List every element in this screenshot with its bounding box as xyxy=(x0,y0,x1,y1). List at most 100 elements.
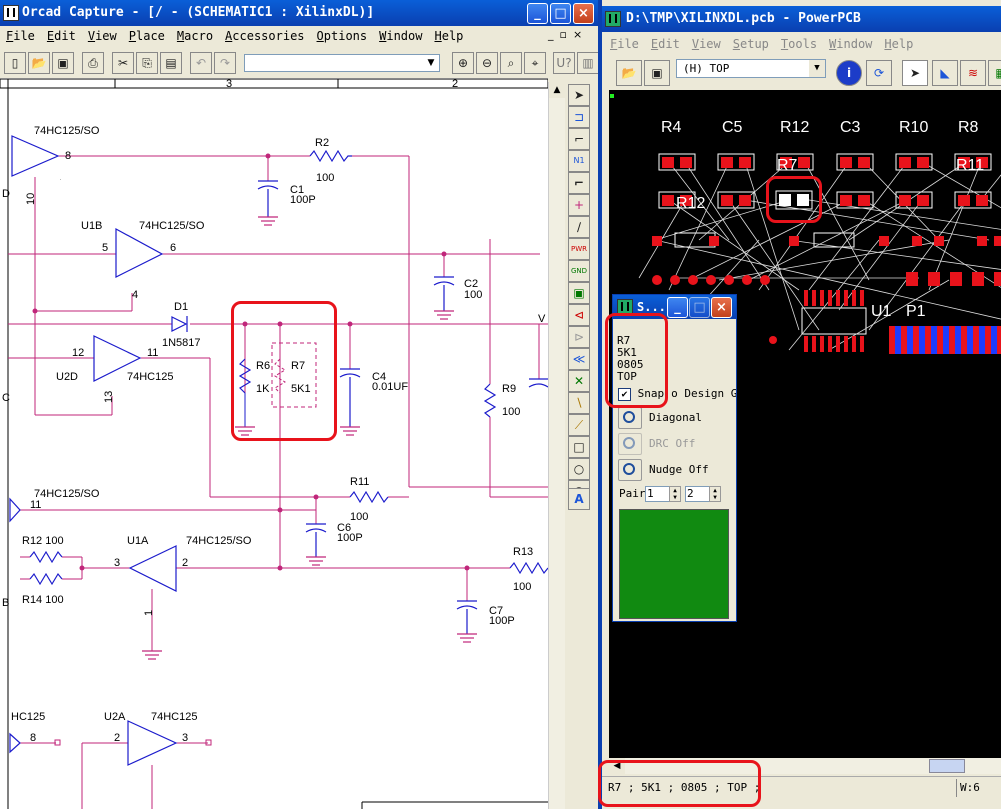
pcb-title: D:\TMP\XILINXDL.pcb - PowerPCB xyxy=(626,6,861,32)
pcb-menu-file[interactable]: File xyxy=(610,34,639,54)
select-arrow-icon[interactable]: ➤ xyxy=(568,84,590,106)
open-icon[interactable]: 📂 xyxy=(28,52,50,74)
menu-place[interactable]: Place xyxy=(129,26,165,46)
pcb-menu-edit[interactable]: Edit xyxy=(651,34,680,54)
place-bus-icon[interactable]: ⌐ xyxy=(568,172,590,194)
zoom-area-icon[interactable]: ⌕ xyxy=(500,52,522,74)
layer-select[interactable]: (H) TOP ▼ xyxy=(676,59,826,78)
pcb-menu-window[interactable]: Window xyxy=(829,34,872,54)
place-line-icon[interactable]: ∖ xyxy=(568,392,590,414)
copy-icon[interactable]: ⎘ xyxy=(136,52,158,74)
orcad-title: Orcad Capture - [/ - (SCHEMATIC1 : Xilin… xyxy=(22,0,374,26)
place-net-alias-icon[interactable]: N1 xyxy=(568,150,590,172)
pair-b-spinner[interactable]: ▲▼ xyxy=(709,486,721,502)
minimize-button[interactable]: _ xyxy=(527,3,548,24)
snap-row[interactable]: ✔ Snapo Design G xyxy=(618,387,737,401)
place-pin-icon[interactable]: ⊳ xyxy=(568,326,590,348)
r11-val: 100 xyxy=(350,511,368,523)
close-button[interactable]: × xyxy=(573,3,594,24)
info-icon[interactable]: i xyxy=(836,60,862,86)
place-rectangle-icon[interactable]: □ xyxy=(568,436,590,458)
menu-window[interactable]: Window xyxy=(379,26,422,46)
dialog-close-button[interactable]: × xyxy=(711,297,732,318)
route-toolbar-icon[interactable]: ≋ xyxy=(960,60,986,86)
scroll-left-arrow[interactable]: ◀ xyxy=(609,758,625,774)
chevron-down-icon[interactable]: ▼ xyxy=(423,55,439,71)
layer-color-swatch[interactable] xyxy=(619,509,729,619)
place-polyline-icon[interactable]: ⟋ xyxy=(568,414,590,436)
schematic-drawing: 3 2 D C B xyxy=(0,79,548,809)
pair-a-spinner[interactable]: ▲▼ xyxy=(669,486,681,502)
orcad-app-icon xyxy=(3,5,19,21)
zoom-out-icon[interactable]: ⊖ xyxy=(476,52,498,74)
place-part-icon[interactable]: ⊐ xyxy=(568,106,590,128)
print-icon[interactable]: ⎙ xyxy=(82,52,104,74)
menu-file[interactable]: File xyxy=(6,26,35,46)
menu-edit[interactable]: Edit xyxy=(47,26,76,46)
place-off-page-icon[interactable]: ≪ xyxy=(568,348,590,370)
menu-view[interactable]: View xyxy=(88,26,117,46)
place-ground-icon[interactable]: GND xyxy=(568,260,590,282)
pcb-open-icon[interactable]: 📂 xyxy=(616,60,642,86)
pcb-ref-c3: C3 xyxy=(840,119,861,136)
pcb-ref-r7: R7 xyxy=(777,157,798,174)
place-hierarchical-block-icon[interactable]: ▣ xyxy=(568,282,590,304)
help-query-icon[interactable]: U? xyxy=(553,52,575,74)
maximize-button[interactable]: □ xyxy=(550,3,571,24)
pcb-menu-setup[interactable]: Setup xyxy=(733,34,769,54)
new-icon[interactable]: ▯ xyxy=(4,52,26,74)
pair-b-field[interactable]: 2 xyxy=(685,486,710,502)
pcb-menu-view[interactable]: View xyxy=(692,34,721,54)
place-ellipse-icon[interactable]: ○ xyxy=(568,458,590,480)
place-junction-icon[interactable]: + xyxy=(568,194,590,216)
pair-a-field[interactable]: 1 xyxy=(645,486,670,502)
r7-selection-box[interactable] xyxy=(272,343,316,407)
annotate-icon[interactable]: ▥ xyxy=(577,52,598,74)
place-power-icon[interactable]: PWR xyxy=(568,238,590,260)
nudge-button[interactable] xyxy=(618,459,642,481)
pcb-horizontal-scrollbar[interactable]: ◀ xyxy=(609,758,1001,774)
place-wire-icon[interactable]: ⌐ xyxy=(568,128,590,150)
dialog-maximize-button[interactable]: □ xyxy=(689,297,710,318)
select-pointer-icon[interactable]: ➤ xyxy=(902,60,928,86)
place-text-icon[interactable]: A xyxy=(568,488,590,510)
scroll-thumb[interactable] xyxy=(929,759,965,773)
u1b-val: 74HC125/SO xyxy=(139,220,205,232)
drafting-toolbar-icon[interactable]: ▦ xyxy=(988,60,1001,86)
pin-8b: 8 xyxy=(30,732,36,744)
r7-ref[interactable]: R7 xyxy=(291,360,305,372)
pcb-status-bar: R7 ; 5K1 ; 0805 ; TOP ; W:6 xyxy=(602,776,1001,809)
d1-val: 1N5817 xyxy=(162,337,201,349)
place-bus-entry-icon[interactable]: ∕ xyxy=(568,216,590,238)
menu-help[interactable]: Help xyxy=(434,26,463,46)
zoom-all-icon[interactable]: ⌖ xyxy=(524,52,546,74)
schematic-canvas[interactable]: 3 2 D C B xyxy=(0,78,548,809)
pcb-menu-help[interactable]: Help xyxy=(884,34,913,54)
snap-checkbox[interactable]: ✔ xyxy=(618,388,631,401)
pcb-save-icon[interactable]: ▣ xyxy=(644,60,670,86)
place-no-connect-icon[interactable]: ✕ xyxy=(568,370,590,392)
r2-val: 100 xyxy=(316,172,334,184)
part-search-combo[interactable]: ▼ xyxy=(244,54,440,72)
layer-select-value: (H) TOP xyxy=(683,62,729,75)
refresh-icon[interactable]: ⟳ xyxy=(866,60,892,86)
scroll-up-arrow[interactable]: ▲ xyxy=(549,82,565,98)
redo-icon[interactable]: ↷ xyxy=(214,52,236,74)
dialog-minimize-button[interactable]: _ xyxy=(667,297,688,318)
zoom-in-icon[interactable]: ⊕ xyxy=(452,52,474,74)
undo-icon[interactable]: ↶ xyxy=(190,52,212,74)
vertical-scrollbar[interactable]: ▲ xyxy=(548,82,565,809)
pcb-menu-tools[interactable]: Tools xyxy=(781,34,817,54)
r7-val[interactable]: 5K1 xyxy=(291,383,311,395)
menu-macro[interactable]: Macro xyxy=(177,26,213,46)
save-icon[interactable]: ▣ xyxy=(52,52,74,74)
menu-options[interactable]: Options xyxy=(317,26,368,46)
drc-button[interactable] xyxy=(618,433,642,455)
layer-chevron-down-icon[interactable]: ▼ xyxy=(809,60,825,77)
place-port-icon[interactable]: ⊲ xyxy=(568,304,590,326)
menu-accessories[interactable]: Accessories xyxy=(225,26,304,46)
cut-icon[interactable]: ✂ xyxy=(112,52,134,74)
paste-icon[interactable]: ▤ xyxy=(160,52,182,74)
diagonal-button[interactable] xyxy=(618,407,642,429)
design-toolbar-icon[interactable]: ◣ xyxy=(932,60,958,86)
